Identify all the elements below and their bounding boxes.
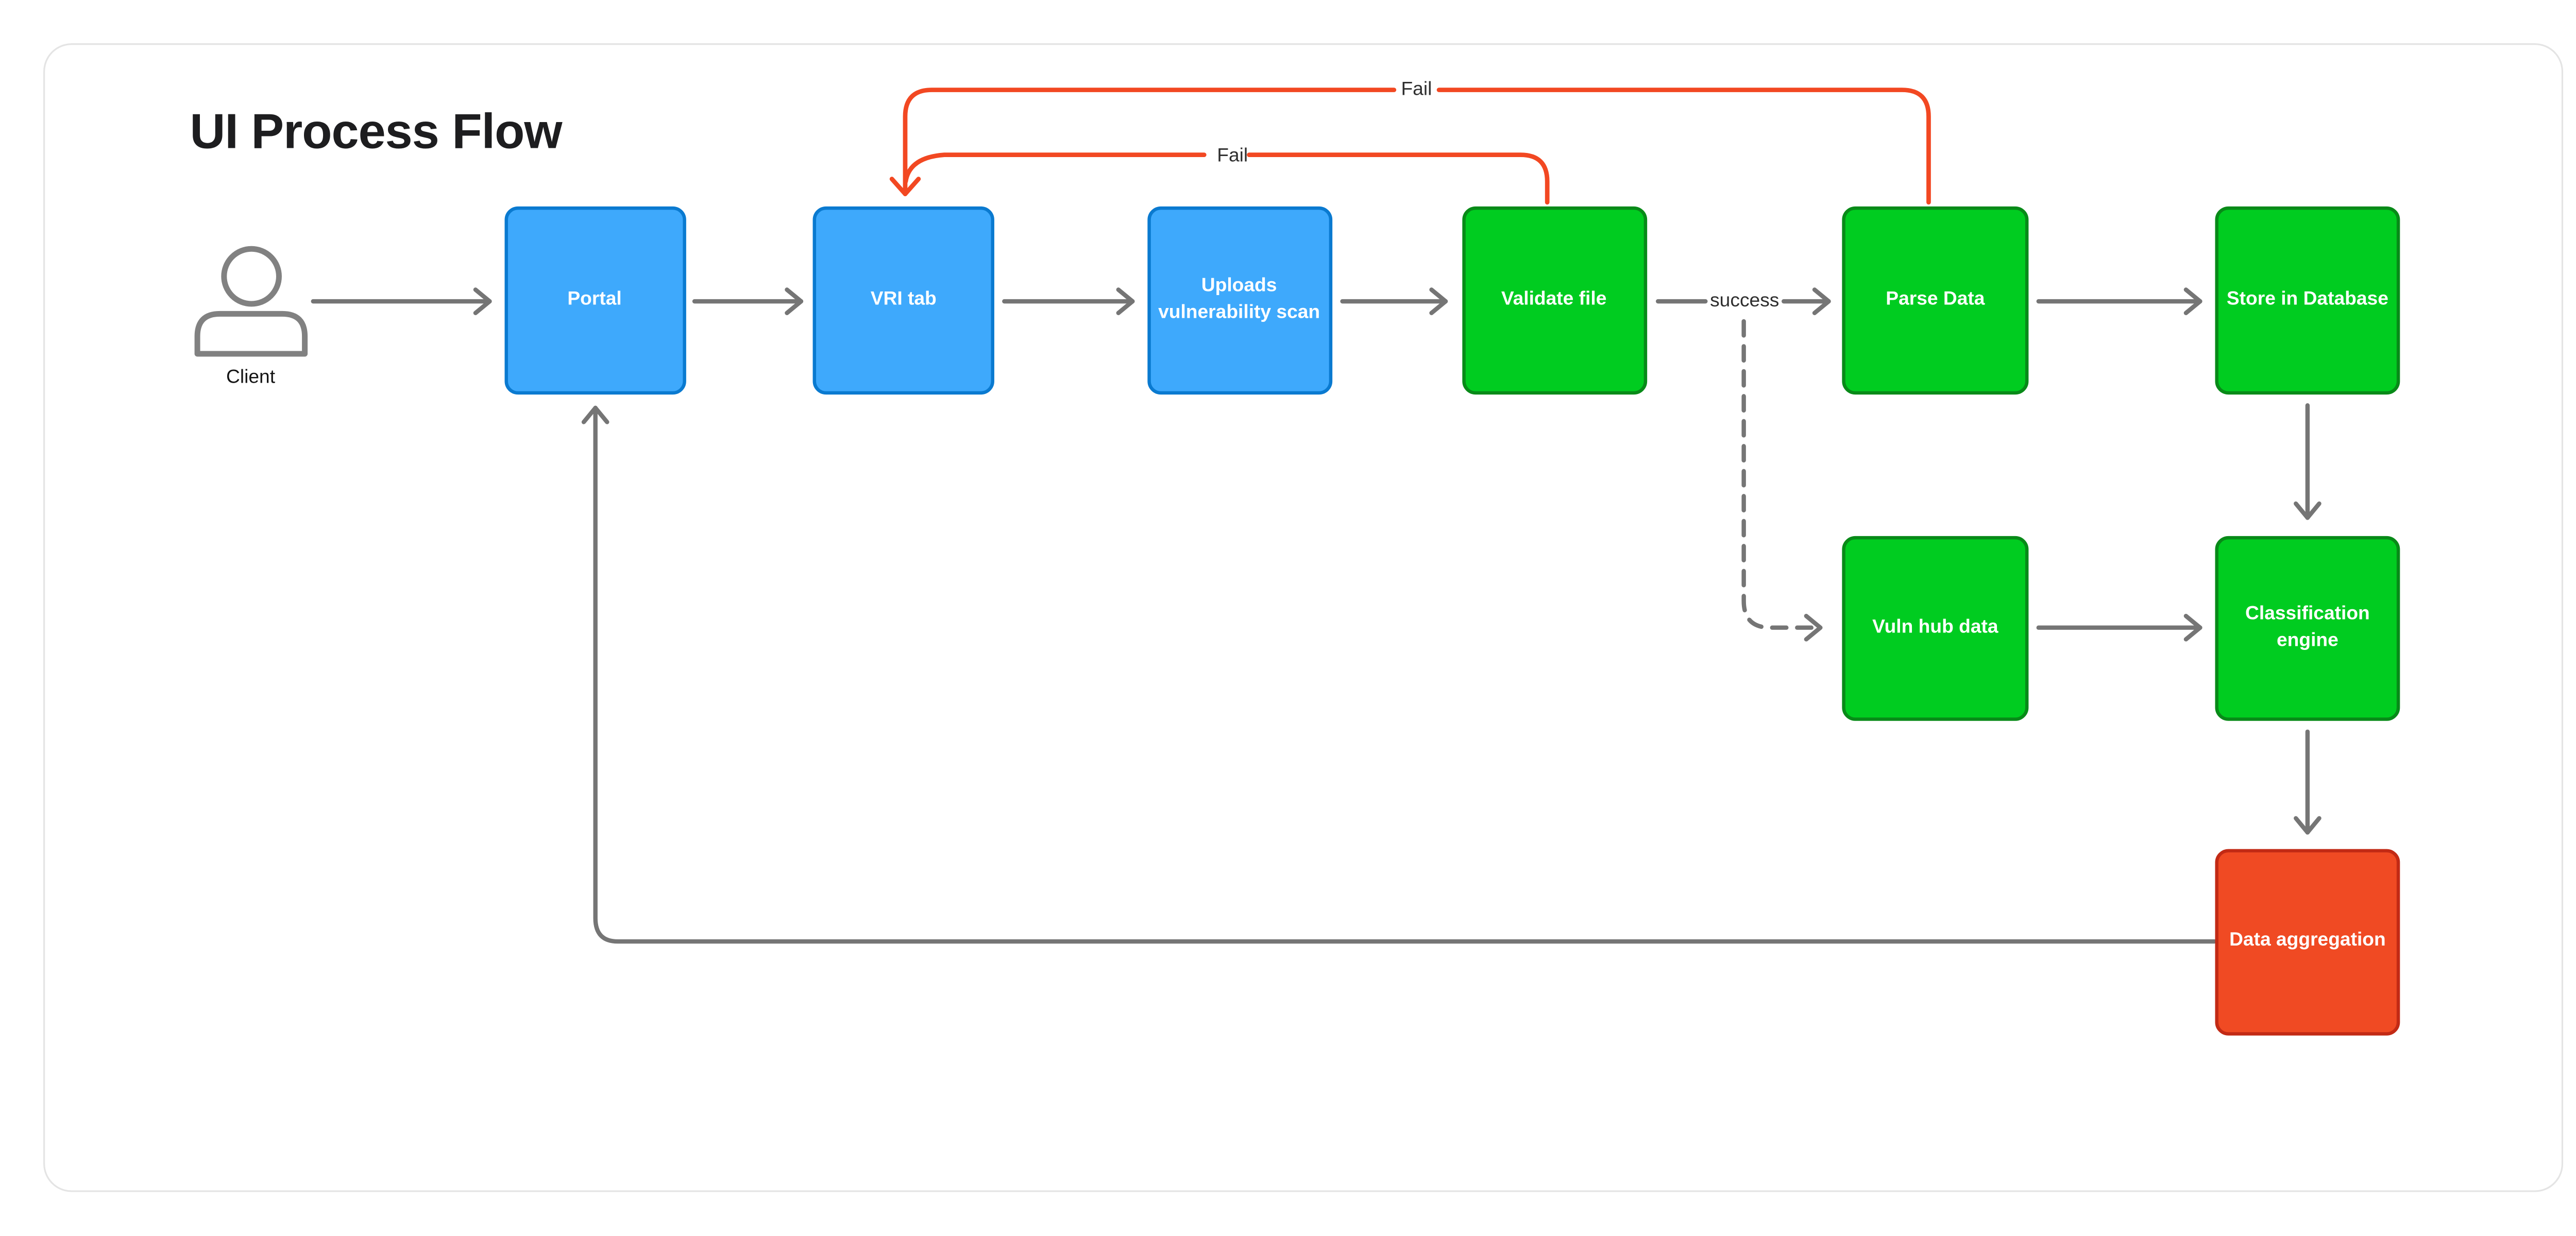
node-aggregation[interactable]: Data aggregation: [2215, 849, 2400, 1036]
node-vuln-hub[interactable]: Vuln hub data: [1842, 536, 2029, 721]
node-aggregation-label: Data aggregation: [2229, 931, 2386, 951]
client-label: Client: [226, 368, 276, 388]
node-parse-data[interactable]: Parse Data: [1842, 206, 2029, 395]
edge-aggregation-portal-loop: [581, 405, 2217, 944]
node-validate-file[interactable]: Validate file: [1461, 206, 1647, 395]
node-classification-label: Classification engine: [2245, 604, 2370, 650]
client-person-icon: [194, 246, 308, 357]
edge-fail-validate-left: [903, 152, 1207, 184]
fail-label-top: Fail: [1401, 80, 1432, 100]
page-title: UI Process Flow: [190, 105, 563, 160]
success-label: success: [1710, 291, 1780, 312]
node-classification[interactable]: Classification engine: [2215, 536, 2400, 721]
node-vri-tab[interactable]: VRI tab: [812, 206, 994, 395]
edge-fail-parse-right: [1436, 88, 1931, 205]
node-vri-tab-label: VRI tab: [870, 289, 937, 310]
edge-fail-parse-left: [889, 88, 1397, 196]
node-portal-label: Portal: [567, 289, 622, 310]
edge-fail-validate-right: [1247, 152, 1550, 205]
node-portal[interactable]: Portal: [503, 206, 686, 395]
node-store-db[interactable]: Store in Database: [2215, 206, 2400, 395]
node-uploads-label: Uploads vulnerability scan: [1158, 276, 1320, 322]
node-parse-data-label: Parse Data: [1886, 289, 1985, 310]
node-store-db-label: Store in Database: [2226, 289, 2388, 310]
fail-label-mid: Fail: [1217, 145, 1248, 166]
node-uploads[interactable]: Uploads vulnerability scan: [1146, 206, 1332, 395]
edge-success-vulnhub-dashed: [1741, 319, 1823, 642]
node-validate-file-label: Validate file: [1501, 289, 1607, 310]
node-vuln-hub-label: Vuln hub data: [1872, 617, 1998, 638]
